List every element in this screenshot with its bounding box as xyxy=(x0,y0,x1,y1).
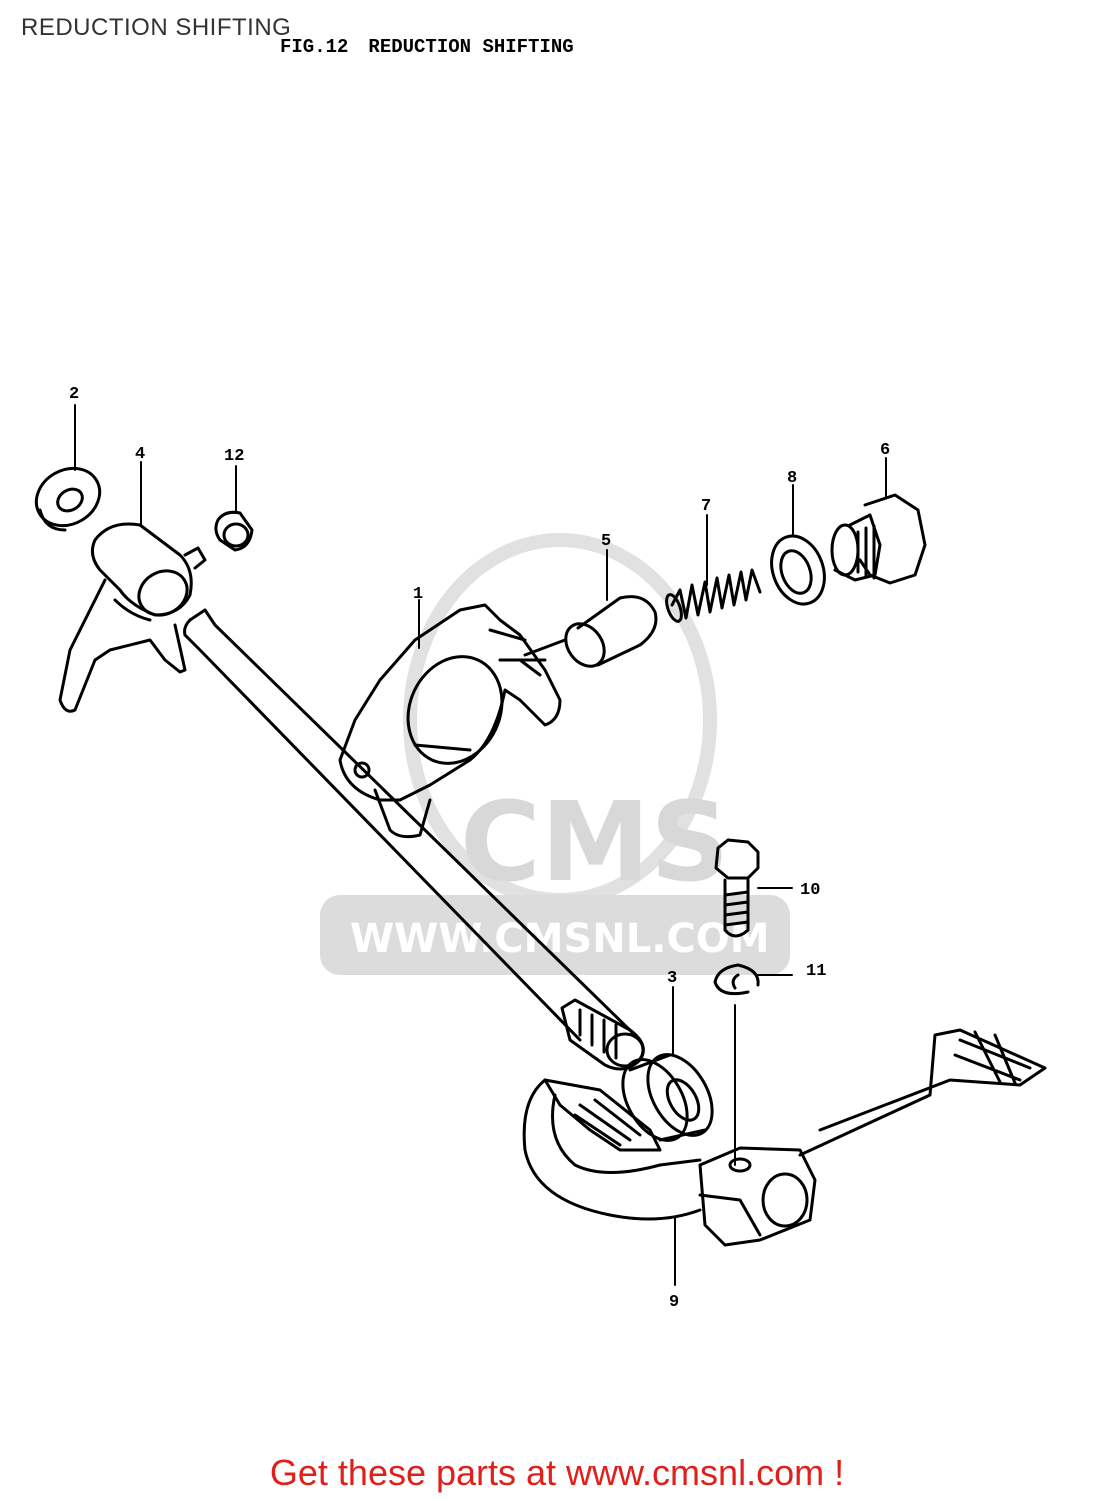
figure-title: FIG.12 REDUCTION SHIFTING xyxy=(280,36,594,58)
callout-4: 4 xyxy=(135,445,145,464)
footer-link[interactable]: Get these parts at www.cmsnl.com ! xyxy=(269,1452,845,1493)
watermark-brand: CMS xyxy=(460,778,729,906)
callout-9: 9 xyxy=(669,1293,679,1312)
part-8-washer xyxy=(770,534,826,606)
figure-caption: REDUCTION SHIFTING xyxy=(368,36,574,58)
page-title: REDUCTION SHIFTING xyxy=(21,14,292,41)
part-1-shift-fork xyxy=(338,603,562,839)
callout-7: 7 xyxy=(701,497,711,516)
callout-2: 2 xyxy=(69,385,79,404)
part-3-oil-seal xyxy=(621,1053,714,1142)
watermark-url: WWW.CMSNL.COM xyxy=(350,916,770,962)
callout-6: 6 xyxy=(880,441,890,460)
callout-12: 12 xyxy=(224,447,244,466)
leader-lines xyxy=(74,404,887,1286)
part-12-bushing xyxy=(214,510,254,552)
part-11-circlip xyxy=(713,963,760,996)
part-2-washer xyxy=(34,466,102,532)
callout-8: 8 xyxy=(787,469,797,488)
part-7-spring xyxy=(665,568,762,623)
watermark-logo: CMS WWW.CMSNL.COM xyxy=(320,533,790,975)
callout-5: 5 xyxy=(601,532,611,551)
part-5-plunger xyxy=(523,595,658,668)
part-6-plug-bolt xyxy=(830,493,927,585)
part-4-shift-fork xyxy=(58,522,207,713)
callout-10: 10 xyxy=(800,881,820,900)
figure-number: FIG.12 xyxy=(280,36,349,58)
callout-1: 1 xyxy=(413,585,423,604)
callout-3: 3 xyxy=(667,969,677,988)
callout-11: 11 xyxy=(806,962,826,981)
part-10-bolt xyxy=(714,838,760,938)
part-9-shift-pedal xyxy=(522,1028,1047,1247)
